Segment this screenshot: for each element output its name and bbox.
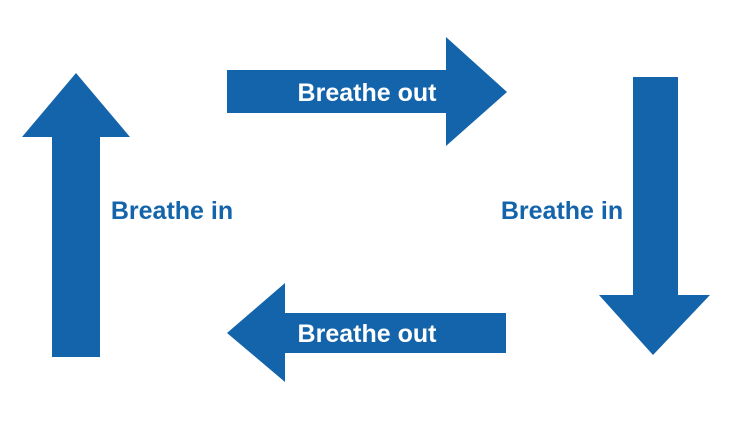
- breathe-out-bottom-label: Breathe out: [298, 320, 438, 348]
- breathe-out-left-arrow: [227, 283, 506, 382]
- breathe-in-left-label: Breathe in: [111, 197, 233, 225]
- breathe-in-down-arrow: [599, 77, 710, 355]
- breathe-in-right-label: Breathe in: [501, 197, 623, 225]
- breathe-out-right-arrow: [227, 37, 507, 146]
- breathe-in-up-arrow: [22, 73, 130, 357]
- breathe-out-top-label: Breathe out: [298, 79, 438, 107]
